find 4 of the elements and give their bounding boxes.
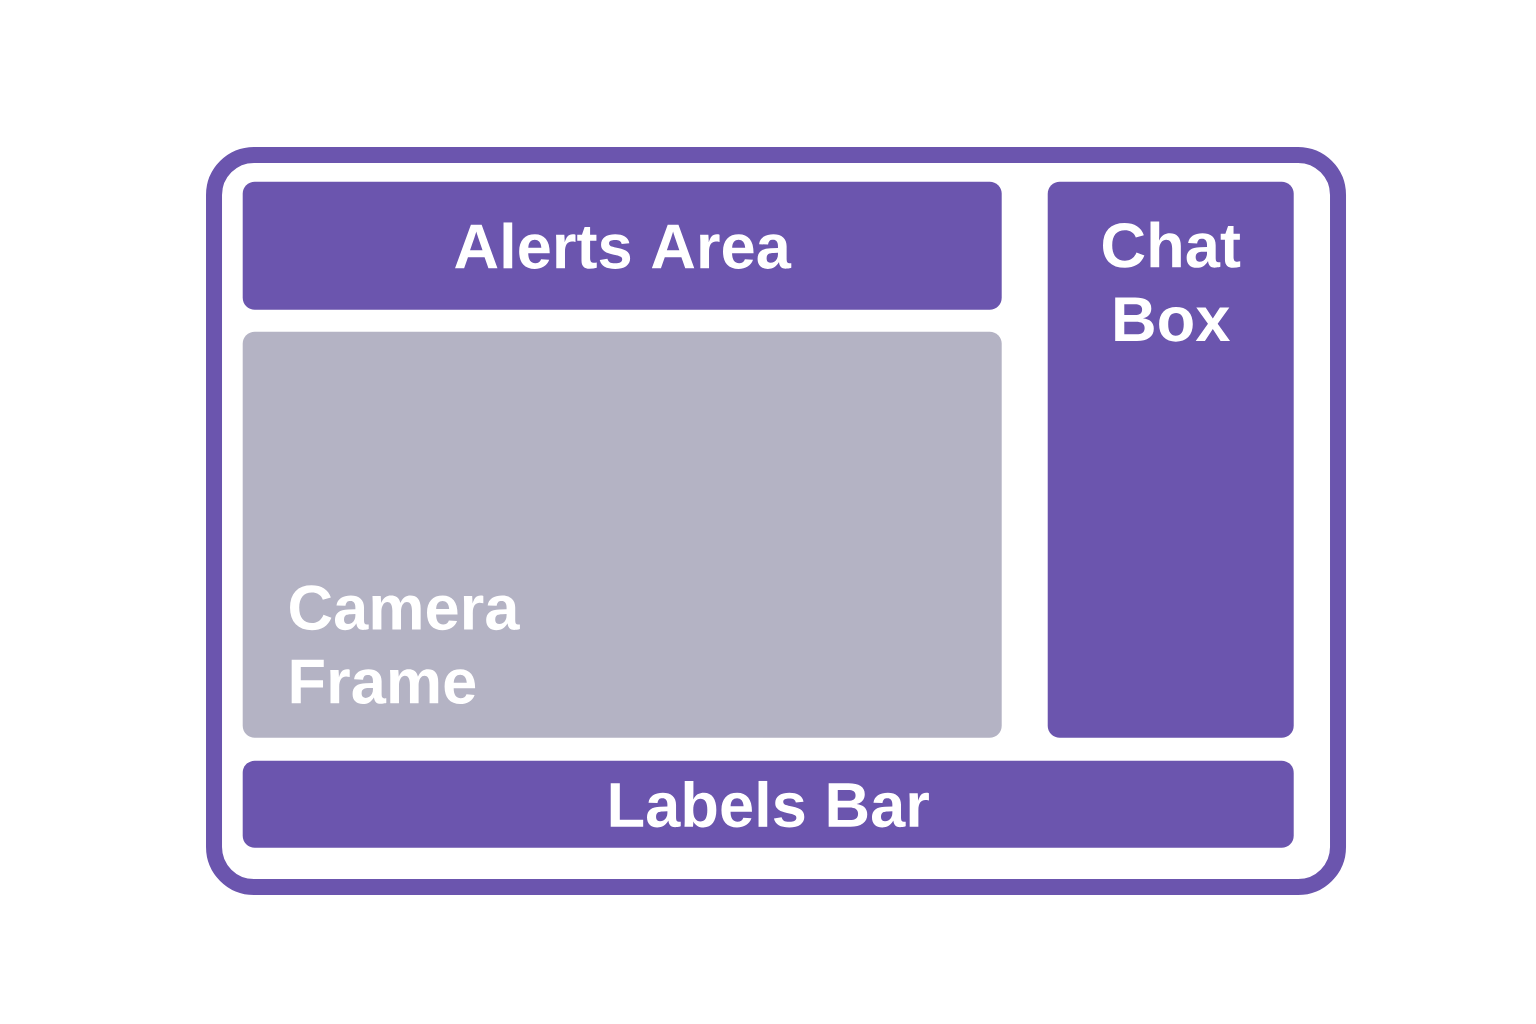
side-panel: Chat Box (1047, 181, 1294, 738)
camera-frame: Camera Frame (242, 331, 1002, 738)
bar-panel: Alerts Area (242, 181, 1002, 310)
bar-panel: Labels Bar (242, 760, 1294, 848)
